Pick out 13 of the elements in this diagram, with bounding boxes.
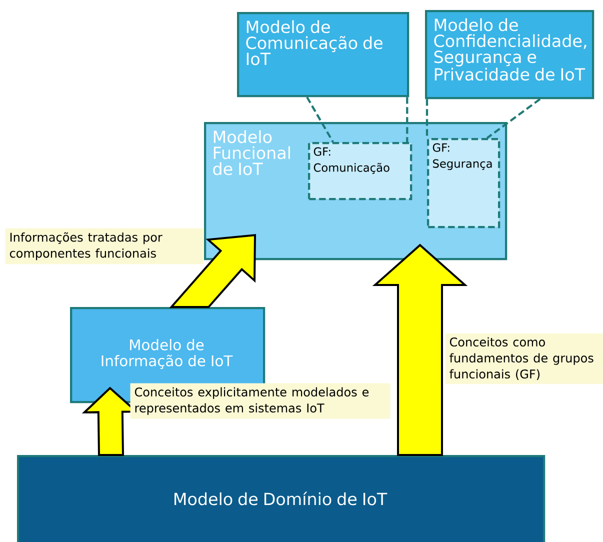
dashed-line: [426, 99, 428, 138]
edge-label: Conceitos como fundamentos de grupos funcionais (GF): [445, 333, 603, 384]
model-box: Modelo de Domínio de IoT: [17, 455, 546, 542]
model-box: Modelo de Comunicação de IoT: [237, 12, 410, 98]
dashed-box: GF: Comunicação: [308, 142, 412, 200]
block-arrow: [372, 244, 468, 456]
dashed-line: [406, 97, 408, 142]
dashed-box: GF: Segurança: [427, 138, 500, 228]
dashed-line: [486, 98, 541, 139]
edge-label: Informações tratadas por componentes funcionais: [5, 228, 204, 264]
dashed-line: [306, 96, 334, 143]
edge-label: Conceitos explicitamente modelados e representados em sistemas IoT: [130, 383, 390, 419]
model-box: Modelo de Confidencialidade, Segurança e Privacidade de IoT: [425, 10, 594, 100]
